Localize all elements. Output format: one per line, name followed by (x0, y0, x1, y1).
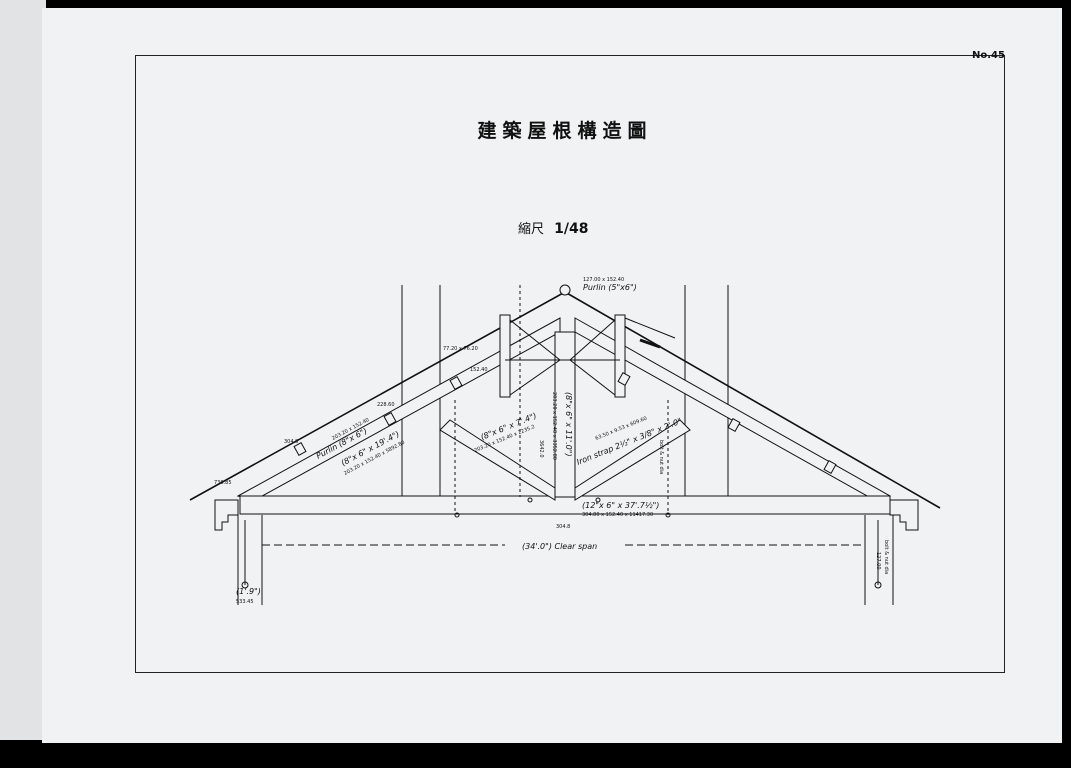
upper-rafter-ext (624, 317, 676, 339)
label-left-dim-metric: 533.45 (236, 599, 254, 605)
label-bolt-right: bolt & nut dia (883, 540, 889, 574)
label-bolt-mid: bolt & nut dia (658, 440, 664, 474)
strut-right (574, 419, 691, 501)
upper-post-left (499, 314, 511, 398)
purlin-block (449, 376, 463, 390)
scale-note: 縮尺 1/48 (518, 218, 589, 237)
anchor-nut-right (874, 581, 882, 589)
upper-post-right (614, 314, 626, 398)
label-purlin-top: Purlin (5"x6") (583, 283, 637, 292)
upper-block (639, 338, 661, 349)
scale-label: 縮尺 (518, 222, 545, 237)
label-dim-15240: 152.40 (470, 367, 488, 373)
label-dim-3048b: 304.8 (556, 524, 570, 530)
label-dim-228: 228.60 (377, 402, 395, 408)
bolt (665, 512, 671, 518)
label-tie-beam-metric: 304.80 x 152.40 x 11417.30 (582, 512, 653, 518)
label-clear-span: (34'.0") Clear span (522, 542, 597, 551)
brace (569, 319, 616, 361)
purlin-block (383, 412, 397, 426)
label-left-dim: (1'.9") (236, 587, 261, 596)
tie-beam (239, 495, 891, 515)
brace (569, 359, 616, 396)
anchor-nut-left (241, 581, 249, 589)
label-bolt-right-metric: 127.00 (875, 552, 881, 570)
label-dim-77: 77.20 x 76.20 (443, 346, 478, 352)
cornice-left (214, 499, 239, 531)
label-purlin-top-metric: 127.00 x 152.40 (583, 277, 624, 283)
purlin-block (617, 372, 631, 386)
drawing-border (135, 55, 1005, 673)
bolt (527, 497, 533, 503)
label-dim-36420: 3642.0 (538, 440, 544, 458)
cornice-right (889, 499, 919, 531)
label-king-post-metric: 203.20 x 152.40 x 3352.80 (551, 392, 557, 460)
purlin-block (293, 442, 307, 456)
adjacent-page-edge (0, 0, 46, 740)
drawing-title: 建築屋根構造圖 (477, 120, 653, 142)
king-post (554, 331, 576, 498)
purlin-block (727, 418, 741, 432)
ridge-purlin (559, 284, 571, 296)
plate-number: No.45 (972, 50, 1005, 61)
purlin-block (823, 460, 837, 474)
bolt (595, 497, 601, 503)
label-eave-left: 736.85 (214, 480, 232, 486)
roof-line-right (564, 291, 941, 509)
drawing-sheet (42, 8, 1062, 743)
label-dim-3048: 304.8 (284, 439, 298, 445)
label-king-post: (8"x 6" x 11'.0") (564, 392, 573, 457)
label-tie-beam: (12"x 6" x 37'.7½") (582, 501, 659, 510)
brace (509, 359, 561, 396)
brace (509, 319, 561, 361)
scale-ratio: 1/48 (554, 221, 589, 237)
